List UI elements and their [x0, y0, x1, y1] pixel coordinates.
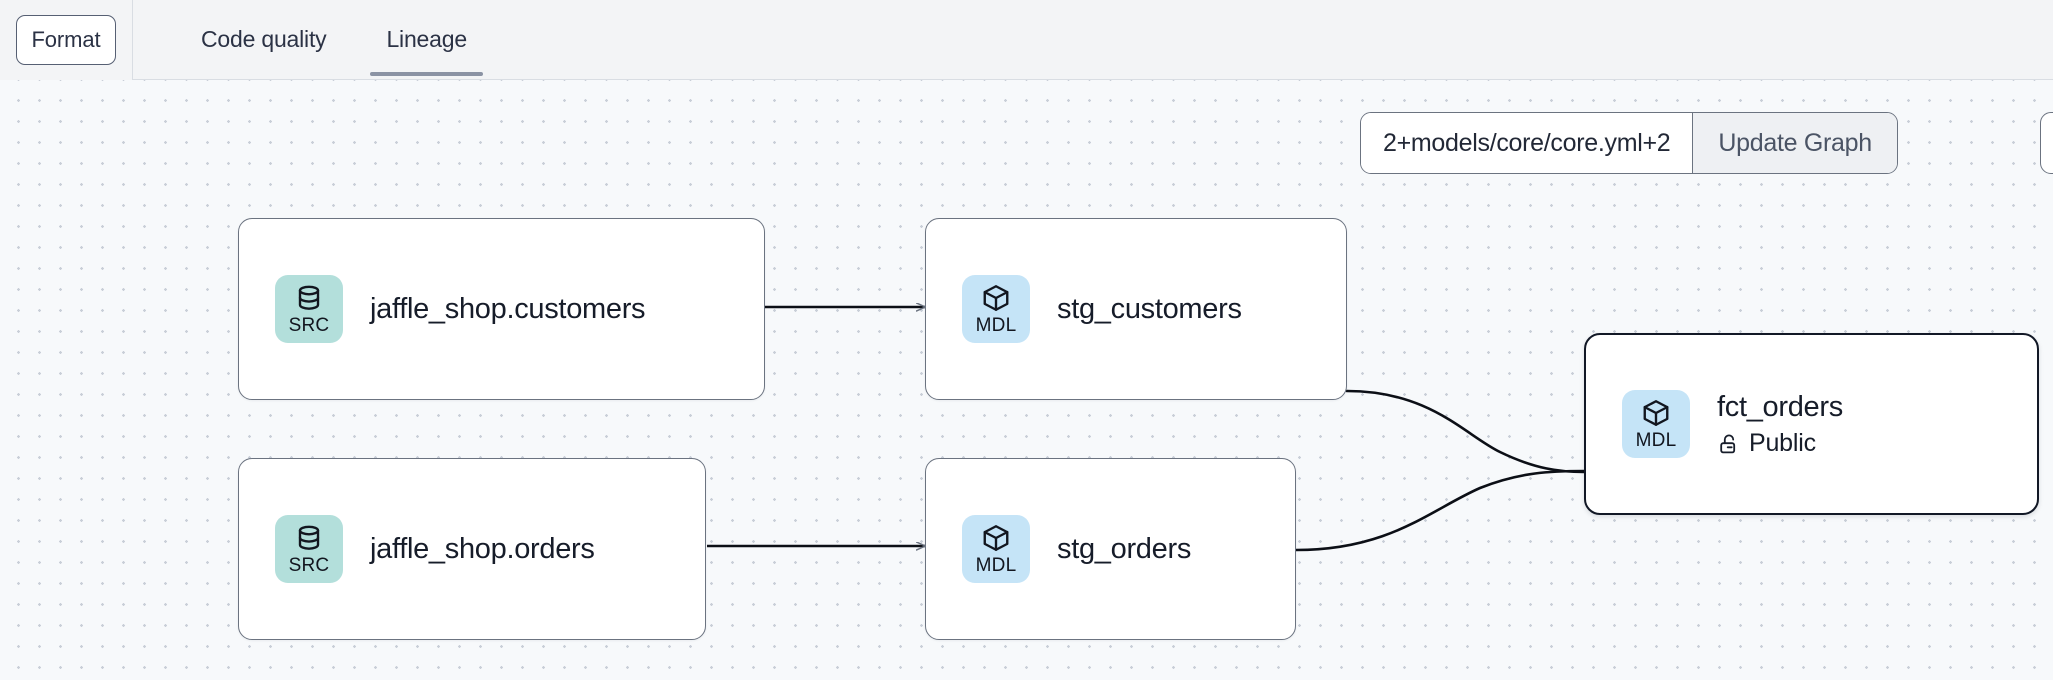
node-body: jaffle_shop.orders [370, 532, 595, 566]
node-body: fct_orders Public [1717, 390, 1843, 458]
graph-selector-input[interactable]: 2+models/core/core.yml+2 [1361, 113, 1693, 173]
lineage-node-fct-orders[interactable]: MDL fct_orders Public [1584, 333, 2039, 515]
tab-lineage[interactable]: Lineage [370, 0, 484, 80]
update-graph-button[interactable]: Update Graph [1692, 113, 1897, 173]
source-badge: SRC [275, 515, 343, 583]
lineage-node-jaffle-shop-orders[interactable]: SRC jaffle_shop.orders [238, 458, 706, 640]
lineage-node-stg-customers[interactable]: MDL stg_customers [925, 218, 1347, 400]
format-button[interactable]: Format [16, 14, 116, 65]
badge-label: MDL [975, 555, 1017, 576]
node-title: stg_orders [1057, 532, 1192, 565]
cube-icon [981, 523, 1011, 553]
edge-stg-orders-to-fct-orders [1294, 469, 1586, 552]
editor-toolbar: Format Code quality Lineage [0, 0, 2053, 80]
format-button-zone: Format [0, 0, 133, 80]
node-title: jaffle_shop.orders [370, 532, 595, 565]
graph-controls: 2+models/core/core.yml+2 Update Graph [1360, 112, 1898, 174]
lineage-node-stg-orders[interactable]: MDL stg_orders [925, 458, 1296, 640]
node-body: jaffle_shop.customers [370, 292, 646, 326]
database-icon [294, 523, 324, 553]
node-title: stg_customers [1057, 292, 1242, 325]
unlock-icon [1717, 432, 1741, 456]
database-icon [294, 283, 324, 313]
node-title: jaffle_shop.customers [370, 292, 646, 325]
cube-icon [981, 283, 1011, 313]
tab-bar: Code quality Lineage [133, 0, 511, 80]
model-badge: MDL [962, 515, 1030, 583]
edge-stg-customers-to-fct-orders [1345, 389, 1586, 474]
node-title: fct_orders [1717, 390, 1843, 423]
node-access-label: Public [1749, 429, 1816, 458]
lineage-node-jaffle-shop-customers[interactable]: SRC jaffle_shop.customers [238, 218, 765, 400]
lineage-canvas[interactable]: SRC jaffle_shop.customers MDL stg_custo [0, 80, 2053, 680]
node-body: stg_customers [1057, 292, 1242, 326]
badge-label: SRC [288, 315, 330, 336]
graph-extra-button[interactable] [2040, 112, 2053, 174]
model-badge: MDL [962, 275, 1030, 343]
cube-icon [1641, 398, 1671, 428]
node-body: stg_orders [1057, 532, 1191, 566]
badge-label: SRC [288, 555, 330, 576]
node-access-row: Public [1717, 429, 1843, 458]
source-badge: SRC [275, 275, 343, 343]
model-badge: MDL [1622, 390, 1690, 458]
badge-label: MDL [975, 315, 1017, 336]
tab-code-quality[interactable]: Code quality [201, 26, 327, 52]
badge-label: MDL [1635, 430, 1677, 451]
